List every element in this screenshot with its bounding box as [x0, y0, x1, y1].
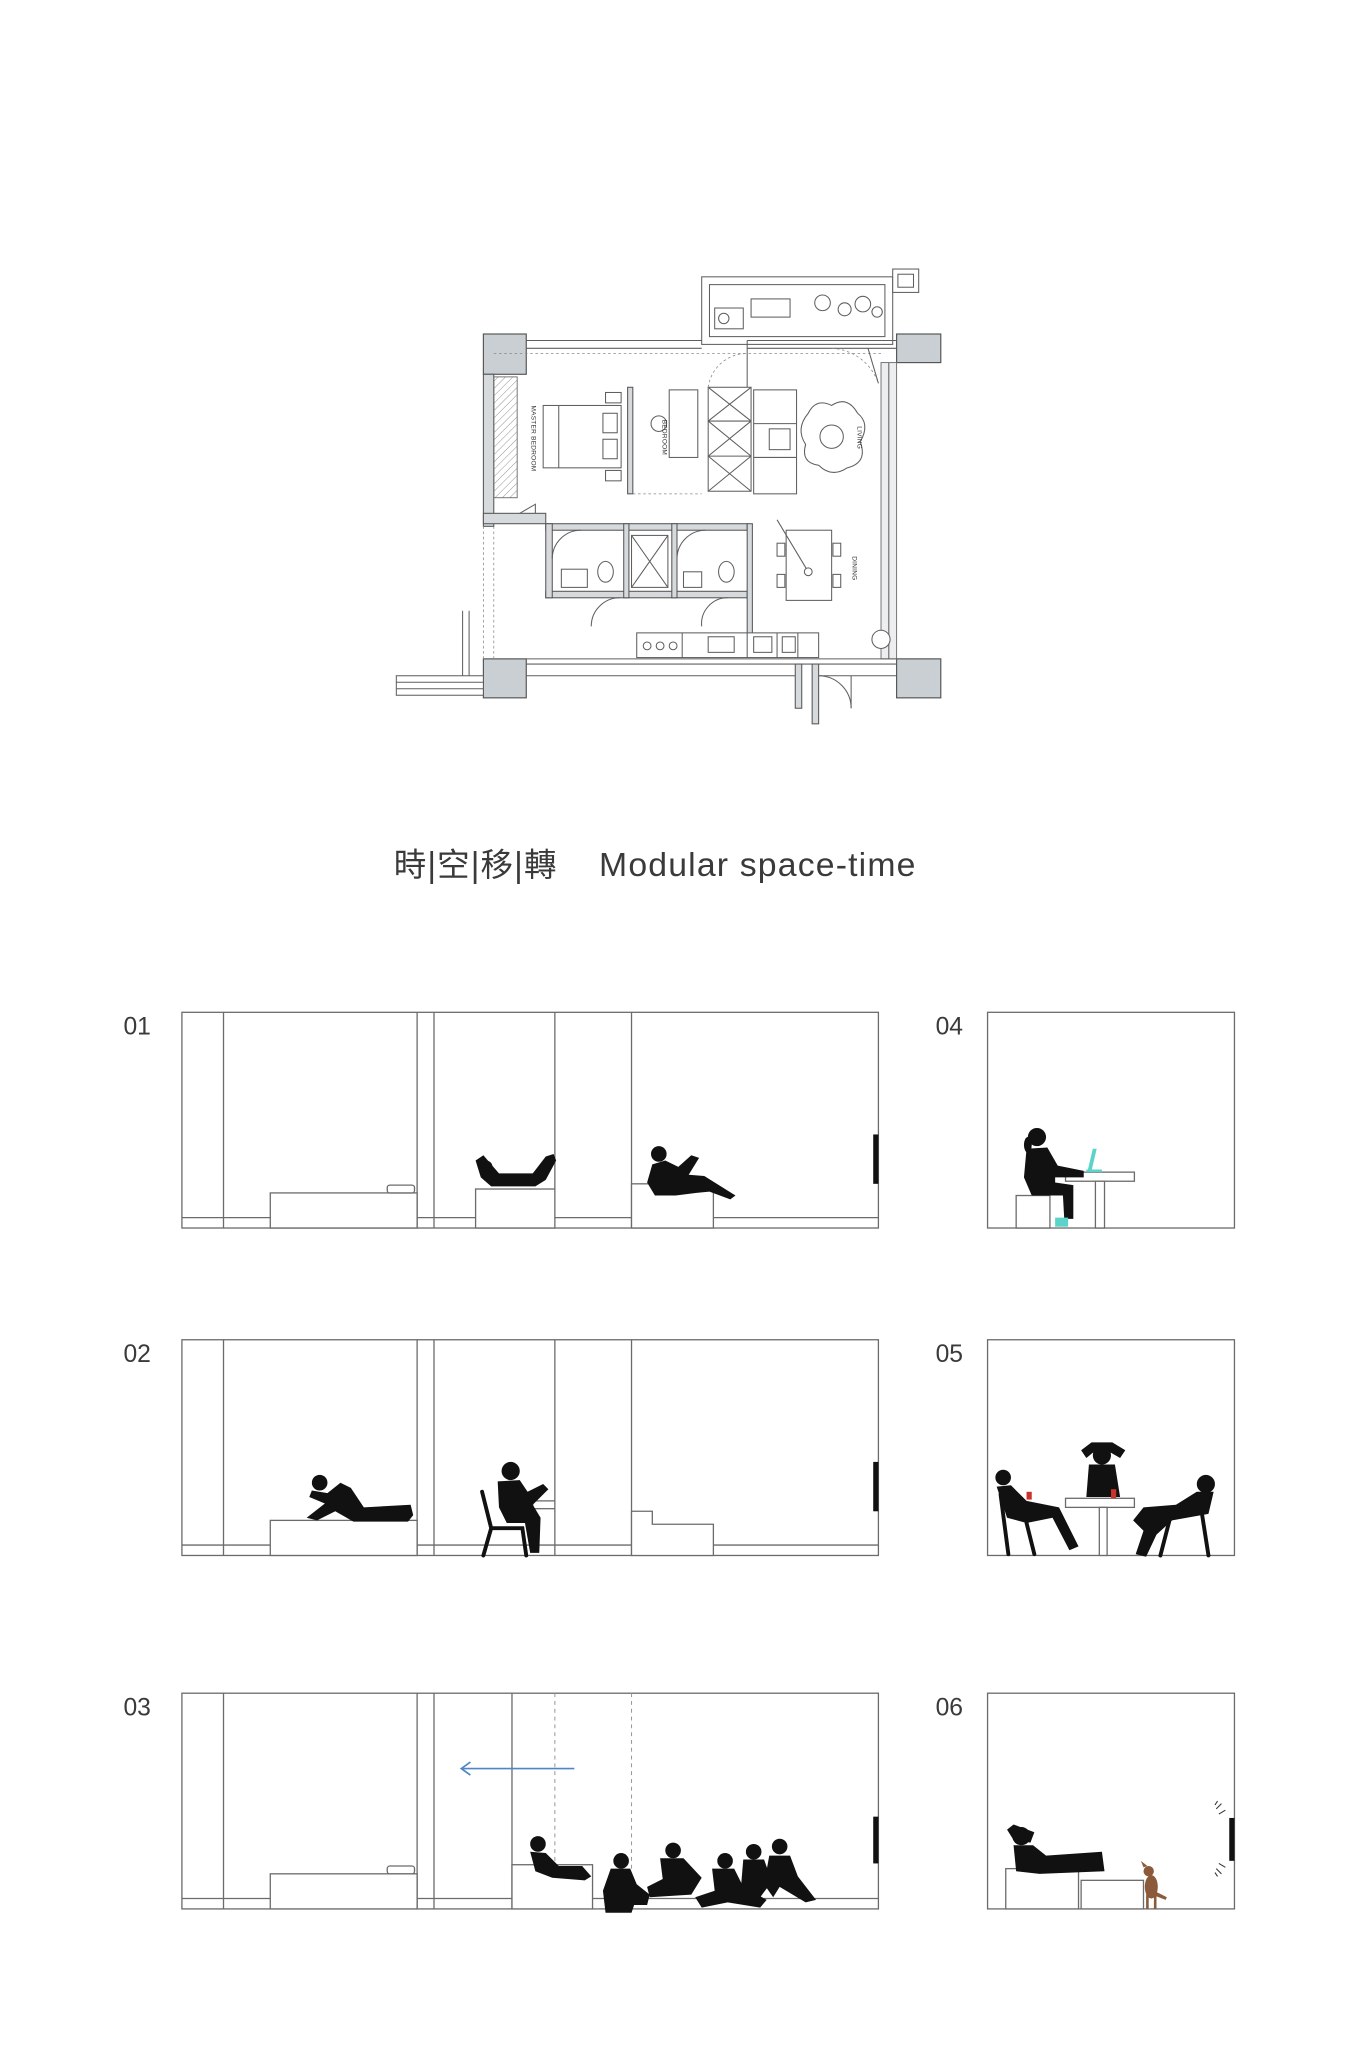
person-sitting-left [995, 1469, 1079, 1557]
exterior-walls [395, 339, 898, 696]
label-bedroom: BEDROOM [661, 420, 668, 455]
person-on-chair-reading [480, 1461, 549, 1558]
pillow [386, 1865, 416, 1875]
stool [1015, 1194, 1051, 1229]
master-bedroom: MASTER BEDROOM [482, 376, 622, 525]
bed [269, 1192, 418, 1229]
side-table [532, 1500, 556, 1510]
wine-glass [1026, 1491, 1032, 1500]
floor-plan: MASTER BEDROOM BEDROOM [395, 268, 942, 725]
tv-screen [873, 1134, 879, 1184]
table-leg [1098, 1506, 1108, 1557]
dining-area: DINING [776, 519, 891, 649]
panel-number: 02 [123, 1341, 150, 1368]
title: 時|空|移|轉 Modular space-time [394, 846, 917, 884]
panel-05: 05 [936, 1339, 1236, 1558]
bathrooms [545, 523, 753, 635]
kitchen-counter [636, 632, 820, 659]
panel-02: 02 [123, 1339, 880, 1558]
bench-module [474, 1188, 556, 1229]
stepped-platform [630, 1510, 715, 1557]
title-english: Modular space-time [599, 846, 917, 884]
wine-glass [1111, 1489, 1117, 1499]
panel-number: 05 [936, 1341, 963, 1368]
label-living: LIVING [856, 426, 863, 449]
footrest-module [1080, 1879, 1145, 1910]
label-master-bedroom: MASTER BEDROOM [529, 405, 536, 471]
balcony [701, 268, 920, 345]
panel-number: 01 [123, 1013, 150, 1040]
panel-number: 04 [936, 1013, 963, 1040]
panel-03: 03 [123, 1692, 880, 1913]
bed [269, 1873, 418, 1910]
bed [269, 1519, 418, 1557]
person-lying-on-bed [306, 1474, 414, 1522]
person-lying-legs-up [475, 1153, 557, 1187]
panel-number: 06 [936, 1694, 963, 1721]
tv-screen [1229, 1817, 1235, 1861]
group-of-people [530, 1836, 817, 1913]
living-area: LIVING [753, 347, 879, 495]
structural-columns [482, 333, 942, 699]
sound-marks [1214, 1800, 1226, 1877]
person-reclining-relaxing [1007, 1824, 1105, 1874]
dog [1140, 1860, 1167, 1909]
tv-screen [873, 1816, 879, 1864]
table-top [1064, 1497, 1136, 1509]
panel-number: 03 [123, 1694, 150, 1721]
bench-module [1005, 1867, 1080, 1910]
person-sitting-reading [647, 1146, 736, 1200]
panel-01: 01 [123, 1011, 880, 1229]
shoe [1055, 1217, 1069, 1227]
label-dining: DINING [850, 556, 857, 580]
pillow [386, 1184, 416, 1194]
work-bedroom: BEDROOM [627, 386, 702, 495]
laptop [1086, 1148, 1102, 1173]
entry-door [794, 663, 852, 725]
person-working-laptop [1023, 1127, 1084, 1219]
title-chinese: 時|空|移|轉 [394, 846, 557, 884]
panel-04: 04 [936, 1011, 1236, 1229]
desk-leg [1094, 1180, 1106, 1229]
tv-screen [873, 1461, 879, 1512]
panel-06: 06 [936, 1692, 1236, 1910]
modular-storage-grid [707, 353, 752, 492]
person-reclining-right [1133, 1474, 1215, 1558]
slide-arrow [459, 1761, 575, 1776]
person-arms-behind-head [1081, 1442, 1126, 1497]
